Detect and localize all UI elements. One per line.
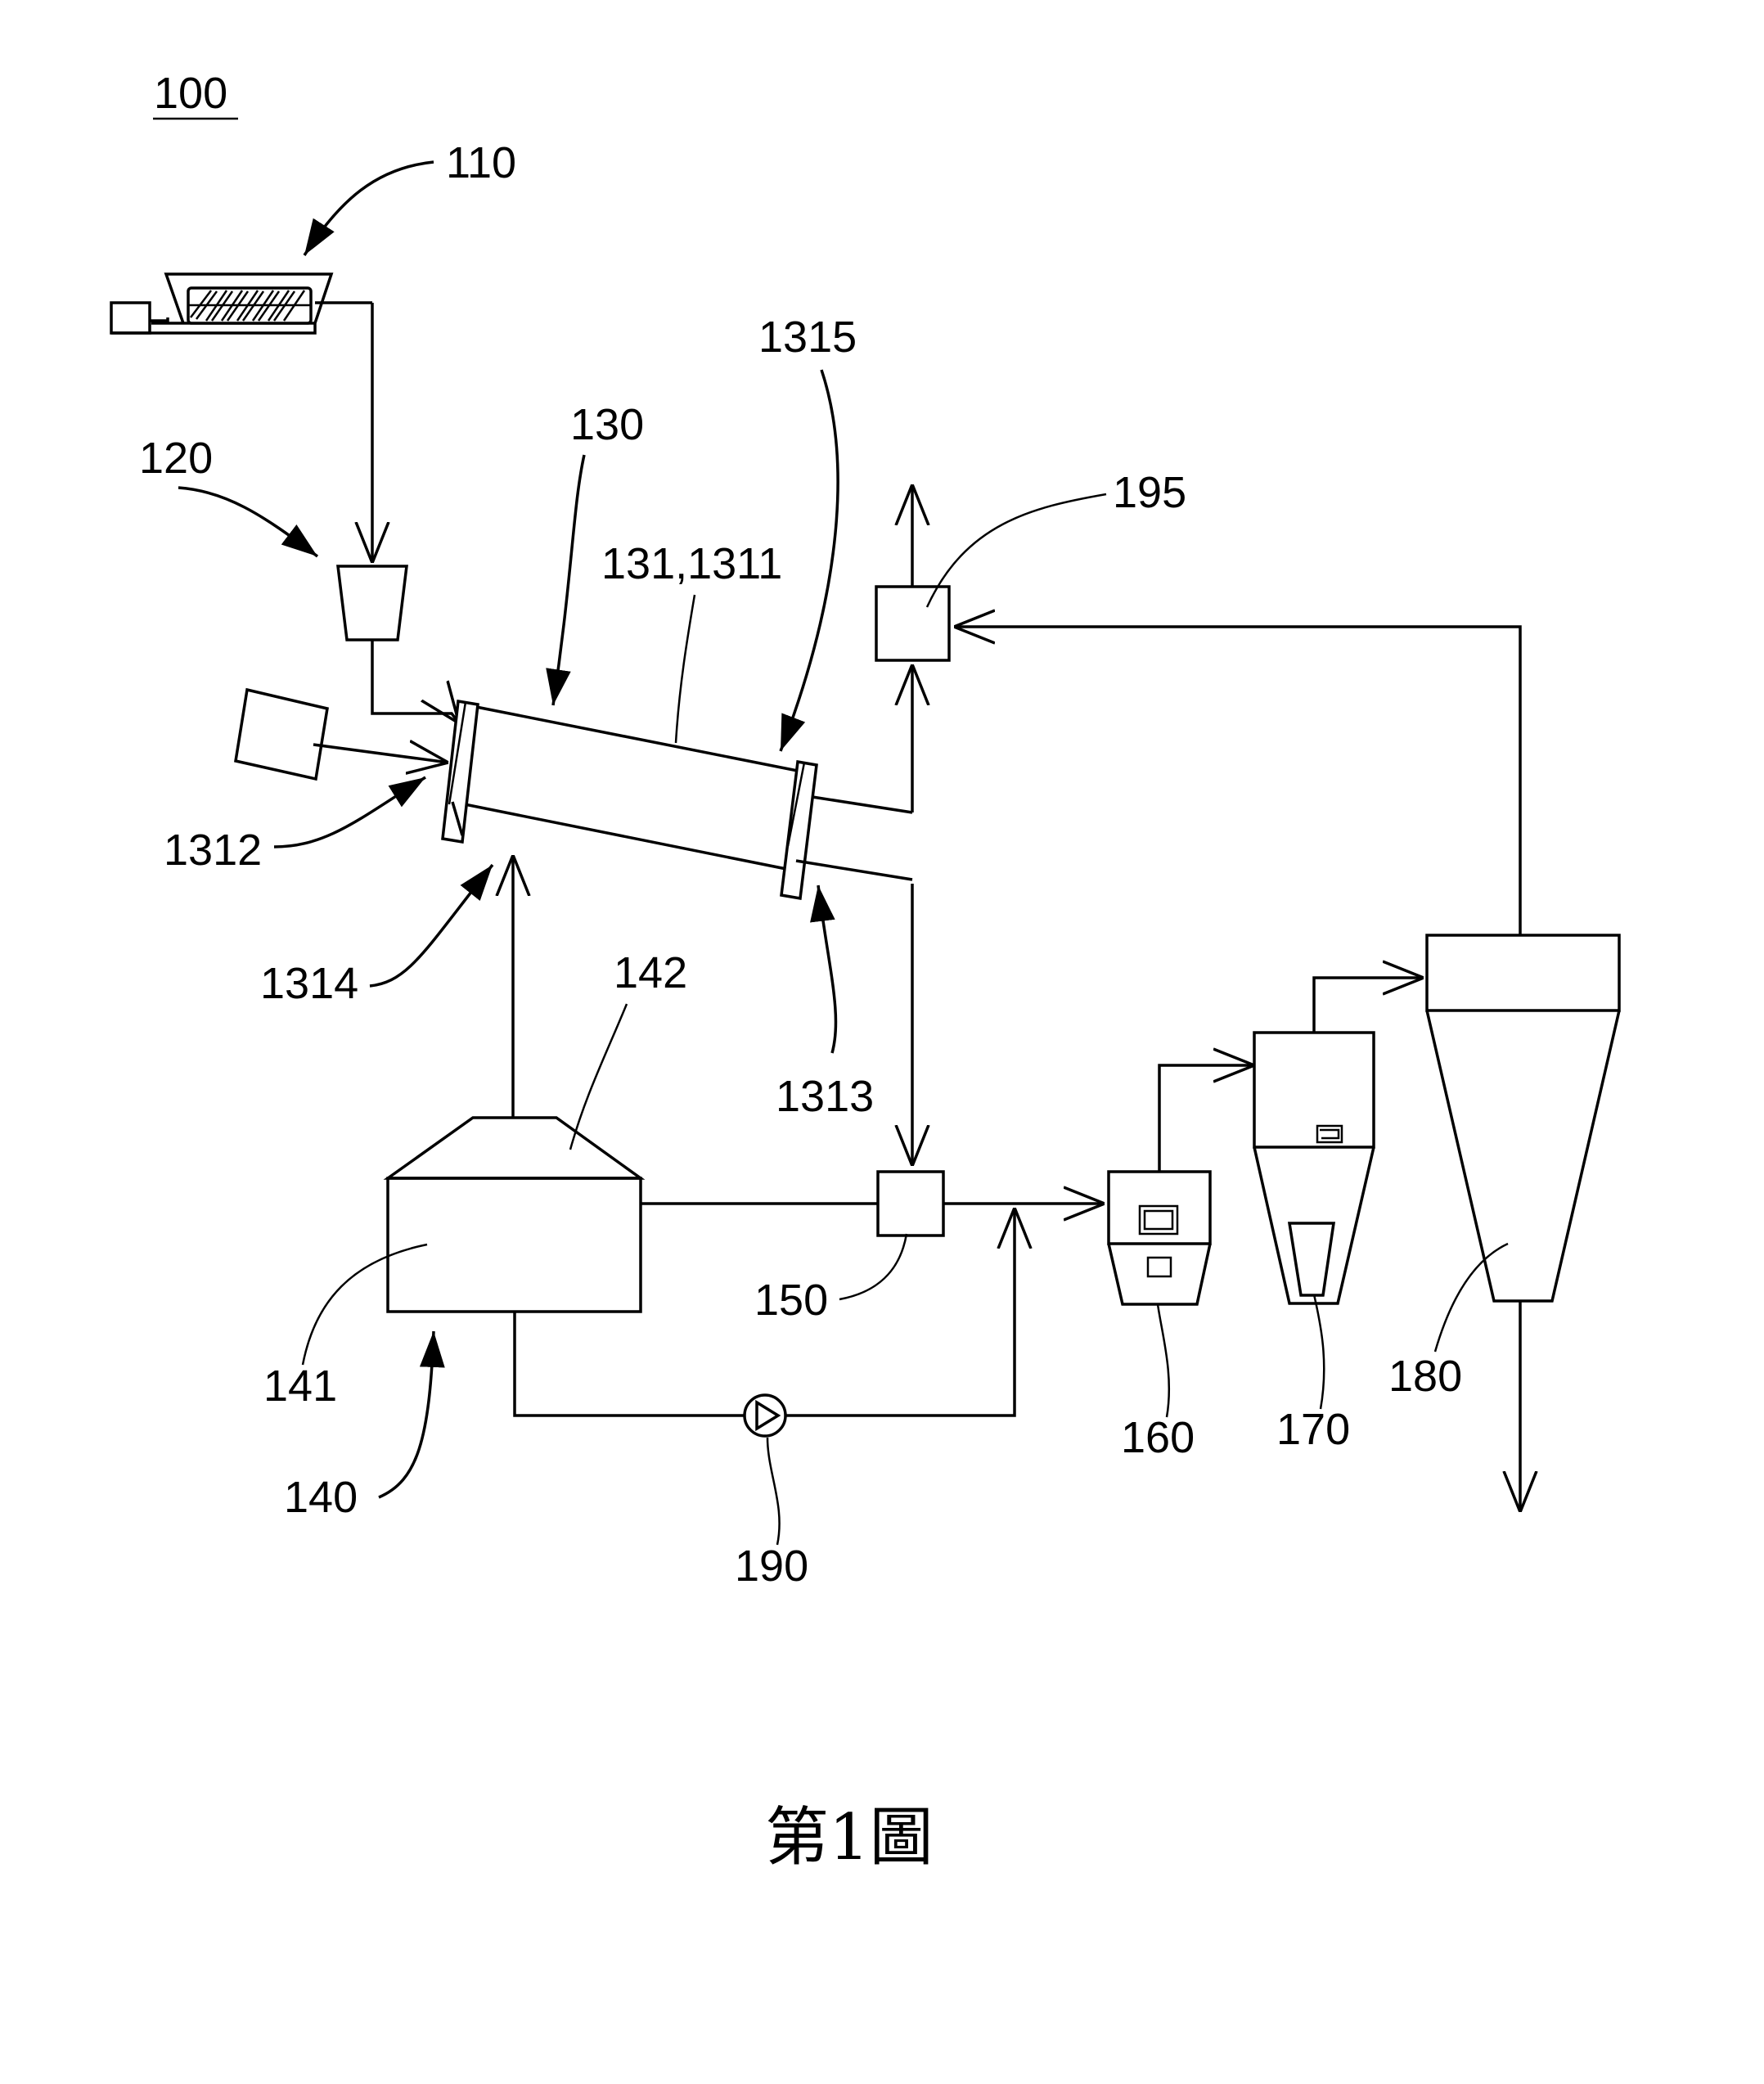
- flange-left: [441, 699, 479, 844]
- label-140: 140: [284, 1473, 358, 1522]
- unit-160-bottom: [1107, 1243, 1212, 1306]
- leader-190: [766, 1437, 781, 1546]
- feeder-hopper-body: [111, 272, 334, 335]
- burner-box: [234, 687, 329, 781]
- label-190: 190: [735, 1542, 808, 1591]
- leader-1314: [369, 863, 494, 988]
- screw-flights: [187, 286, 313, 325]
- cyclone-cone: [1425, 1010, 1621, 1303]
- leader-120: [178, 486, 319, 558]
- label-110: 110: [446, 138, 516, 187]
- furnace-top: [383, 1116, 646, 1180]
- feeder-motor: [110, 301, 151, 335]
- leader-150: [839, 1233, 908, 1301]
- leader-131: [674, 594, 696, 744]
- unit-170-top: [1253, 1031, 1375, 1149]
- label-120: 120: [139, 434, 213, 483]
- leader-170: [1312, 1294, 1325, 1410]
- pump-loop-line: [513, 1312, 745, 1417]
- pump-casing: [743, 1393, 787, 1438]
- label-131: 131,1311: [601, 539, 782, 588]
- burner-feed-line: [313, 745, 448, 763]
- leader-1312: [273, 776, 426, 848]
- label-1313: 1313: [776, 1072, 874, 1121]
- junction-150: [876, 1170, 945, 1237]
- system-ref-label: 100: [154, 69, 227, 118]
- furnace: [383, 1116, 646, 1313]
- label-160: 160: [1121, 1413, 1195, 1462]
- leader-141: [301, 1243, 428, 1366]
- pump-direction-icon: [755, 1399, 781, 1432]
- unit-160-port-icon: [1146, 1256, 1172, 1278]
- leader-130: [546, 454, 586, 706]
- label-150: 150: [754, 1276, 828, 1325]
- separator-170: [1253, 1031, 1375, 1305]
- rotary-reactor: [441, 699, 913, 901]
- reactor-body: [451, 703, 803, 871]
- leader-160: [1156, 1303, 1171, 1418]
- leader-110: [303, 160, 434, 256]
- label-170: 170: [1276, 1405, 1350, 1454]
- label-1312: 1312: [164, 826, 262, 875]
- flange-right: [780, 759, 818, 901]
- label-180: 180: [1388, 1352, 1462, 1401]
- leader-1313: [810, 884, 838, 1054]
- label-141: 141: [263, 1362, 337, 1411]
- separator-160: [1107, 1170, 1212, 1306]
- label-1314: 1314: [260, 959, 358, 1008]
- leader-1315: [779, 369, 839, 752]
- unit-170-inner-cone: [1287, 1222, 1336, 1297]
- leader-142: [569, 1003, 628, 1150]
- leader-195: [925, 493, 1107, 608]
- screw-feeder: [110, 272, 372, 335]
- cyclone-head: [1425, 934, 1621, 1012]
- label-195: 195: [1113, 468, 1186, 517]
- leader-140: [378, 1330, 445, 1499]
- unit-160-window-icon: [1138, 1204, 1179, 1236]
- cyclone-180: [1425, 934, 1621, 1303]
- unit-170-port-icon: [1316, 1124, 1343, 1144]
- label-1315: 1315: [758, 313, 857, 362]
- label-130: 130: [570, 400, 644, 449]
- box-195: [875, 585, 951, 662]
- unit-170-cone: [1253, 1146, 1375, 1305]
- leader-180: [1433, 1242, 1509, 1353]
- hopper: [336, 565, 408, 641]
- label-142: 142: [614, 948, 687, 997]
- pump: [743, 1393, 787, 1438]
- figure-caption: 第1圖: [765, 1801, 934, 1875]
